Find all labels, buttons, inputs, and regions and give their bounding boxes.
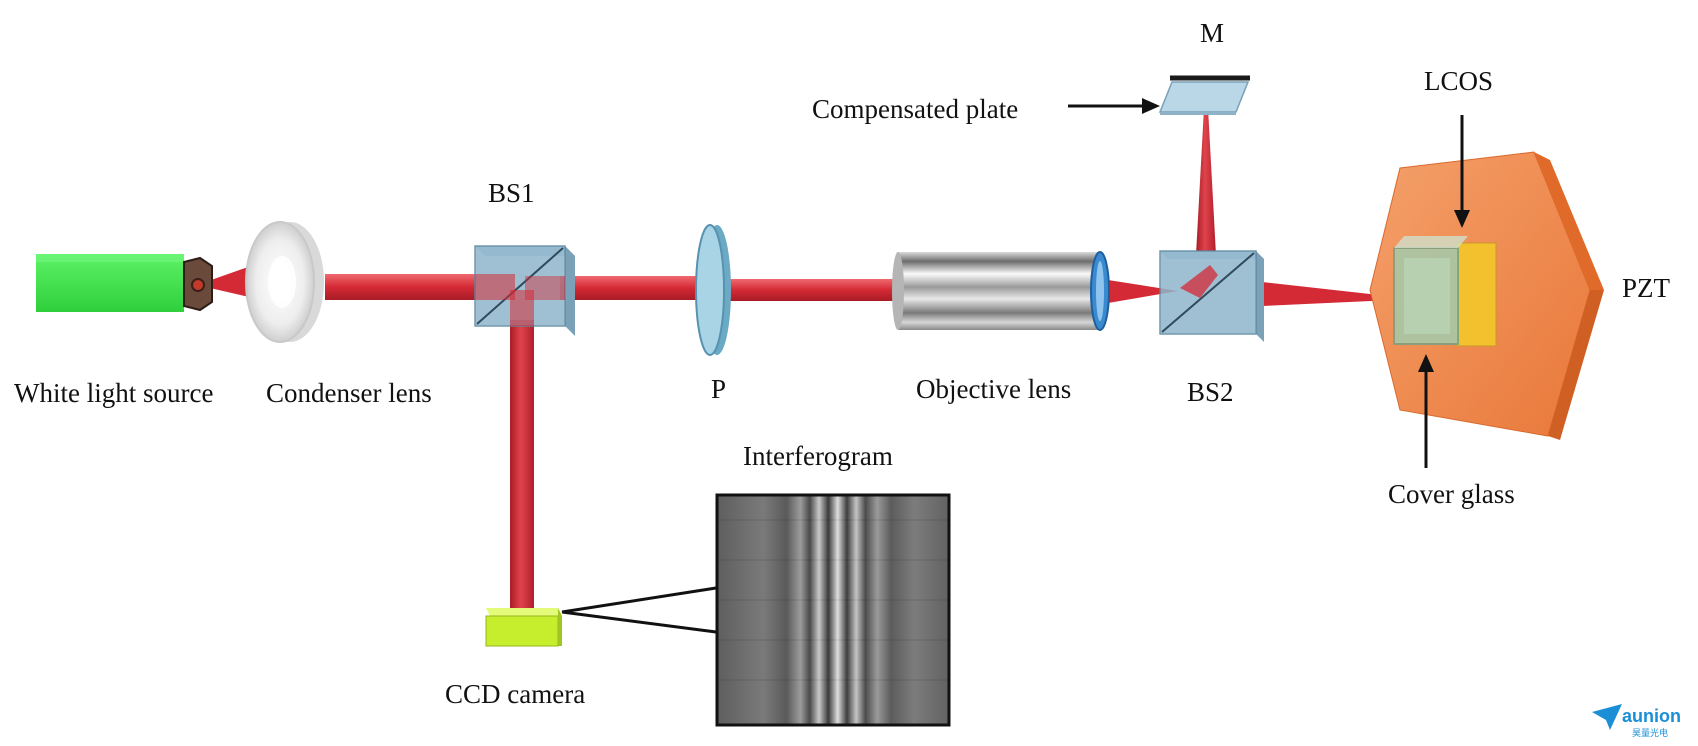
labels: White light source Condenser lens BS1 P … (14, 18, 1671, 709)
watermark-text: aunion (1622, 706, 1681, 726)
beam-objective-bs2 (1108, 280, 1178, 303)
label-compensated-plate: Compensated plate (812, 94, 1018, 124)
label-m: M (1200, 18, 1224, 48)
source-body (36, 254, 184, 312)
label-bs1: BS1 (488, 178, 535, 208)
label-bs2: BS2 (1187, 377, 1234, 407)
label-white-light-source: White light source (14, 378, 213, 408)
label-ccd-camera: CCD camera (445, 679, 585, 709)
beam-splitter-bs2 (1159, 250, 1264, 342)
white-light-source (36, 254, 213, 312)
beam-bs1-p (560, 276, 705, 300)
condenser-lens (245, 221, 324, 343)
pzt-assembly (1369, 151, 1604, 440)
ccd-camera (485, 586, 717, 647)
label-pzt: PZT (1622, 273, 1671, 303)
beam-condenser-bs1 (325, 274, 475, 300)
mirror-m-compensated-plate (1158, 75, 1250, 115)
lcos (1455, 242, 1497, 347)
pointer-arrows (1068, 98, 1470, 468)
paper-plane-icon (1592, 704, 1622, 730)
beam-bs2-m (1196, 108, 1216, 255)
label-p: P (711, 374, 726, 404)
objective-lens (892, 251, 1110, 331)
watermark-subtext: 昊量光电 (1632, 727, 1668, 739)
compensated-plate (1158, 81, 1250, 113)
label-condenser-lens: Condenser lens (266, 378, 432, 408)
label-lcos: LCOS (1424, 66, 1493, 96)
watermark-logo: aunion 昊量光电 (1592, 704, 1681, 739)
label-cover-glass: Cover glass (1388, 479, 1515, 509)
beam-paths (197, 108, 1415, 620)
beam-bs1-ccd (510, 320, 534, 620)
beam-p-objective (722, 279, 900, 301)
interferogram-image (715, 493, 951, 727)
label-interferogram: Interferogram (743, 441, 893, 471)
beam-splitter-bs1 (474, 245, 575, 336)
polarizer-p (695, 224, 731, 356)
label-objective-lens: Objective lens (916, 374, 1071, 404)
